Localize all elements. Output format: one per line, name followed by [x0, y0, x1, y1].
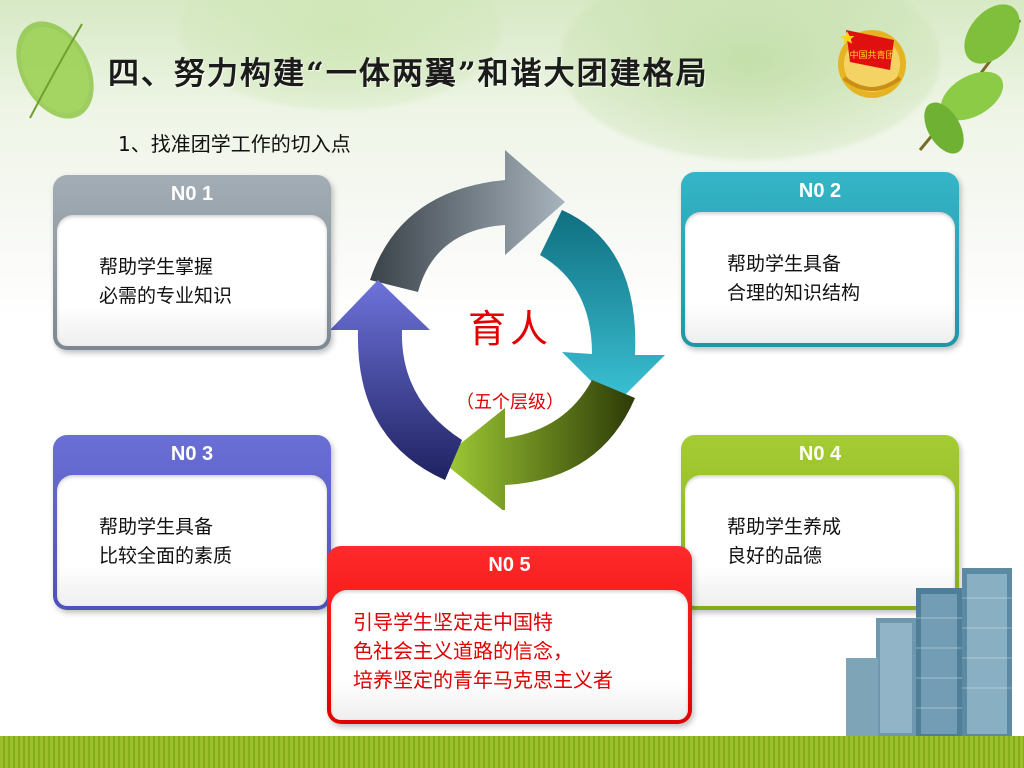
level-card-text-line: 比较全面的素质 — [99, 545, 233, 567]
level-card-body: 帮助学生具备 合理的知识结构 — [685, 212, 955, 343]
level-card-body: 帮助学生具备 比较全面的素质 — [57, 475, 327, 606]
level-card-text-line: 必需的专业知识 — [99, 285, 233, 307]
city-buildings-icon — [846, 568, 1012, 738]
grass-strip — [0, 736, 1024, 768]
cycle-diagram — [330, 150, 665, 510]
level-card-text-line: 帮助学生养成 — [727, 516, 842, 538]
level-card-text-line: 培养坚定的青年马克思主义者 — [353, 668, 613, 692]
level-card-4: N0 4 帮助学生养成 良好的品德 — [681, 435, 959, 610]
cycle-arrow-green — [440, 380, 635, 510]
level-card-label: N0 3 — [170, 443, 214, 465]
level-card-label: N0 5 — [488, 554, 531, 576]
level-card-text-line: 色社会主义道路的信念， — [353, 639, 573, 663]
cycle-arrow-gray — [370, 150, 565, 292]
level-card-2: N0 2 帮助学生具备 合理的知识结构 — [681, 172, 959, 347]
slide-subtitle: 1、找准团学工作的切入点 — [118, 132, 351, 156]
level-card-text-line: 帮助学生掌握 — [99, 256, 214, 278]
level-card-label: N0 4 — [798, 443, 842, 465]
youth-league-badge-icon: 中国共青团 — [838, 30, 906, 98]
level-card-text-line: 引导学生坚定走中国特 — [353, 610, 553, 634]
level-card-body: 引导学生坚定走中国特 色社会主义道路的信念， 培养坚定的青年马克思主义者 — [331, 590, 688, 720]
cycle-arrow-teal — [540, 210, 665, 405]
center-subtitle: （五个层级） — [456, 392, 564, 413]
branch-leaves-icon — [918, 4, 1022, 154]
level-card-label: N0 1 — [170, 183, 214, 205]
level-card-text-line: 帮助学生具备 — [99, 516, 214, 538]
level-card-text-line: 帮助学生具备 — [727, 253, 842, 275]
level-card-text-line: 合理的知识结构 — [727, 282, 861, 304]
slide-title: 四、努力构建“一体两翼”和谐大团建格局 — [108, 56, 709, 92]
level-card-1: N0 1 帮助学生掌握 必需的专业知识 — [53, 175, 331, 350]
level-card-5: N0 5 引导学生坚定走中国特 色社会主义道路的信念， 培养坚定的青年马克思主义… — [327, 546, 692, 724]
level-card-text-line: 良好的品德 — [727, 545, 823, 567]
level-card-body: 帮助学生掌握 必需的专业知识 — [57, 215, 327, 346]
cycle-arrow-blue — [330, 280, 462, 480]
badge-text: 中国共青团 — [849, 49, 894, 61]
level-card-3: N0 3 帮助学生具备 比较全面的素质 — [53, 435, 331, 610]
center-title: 育人 — [467, 307, 552, 351]
level-card-body: 帮助学生养成 良好的品德 — [685, 475, 955, 606]
leaf-icon — [16, 21, 94, 119]
level-card-label: N0 2 — [798, 180, 842, 202]
